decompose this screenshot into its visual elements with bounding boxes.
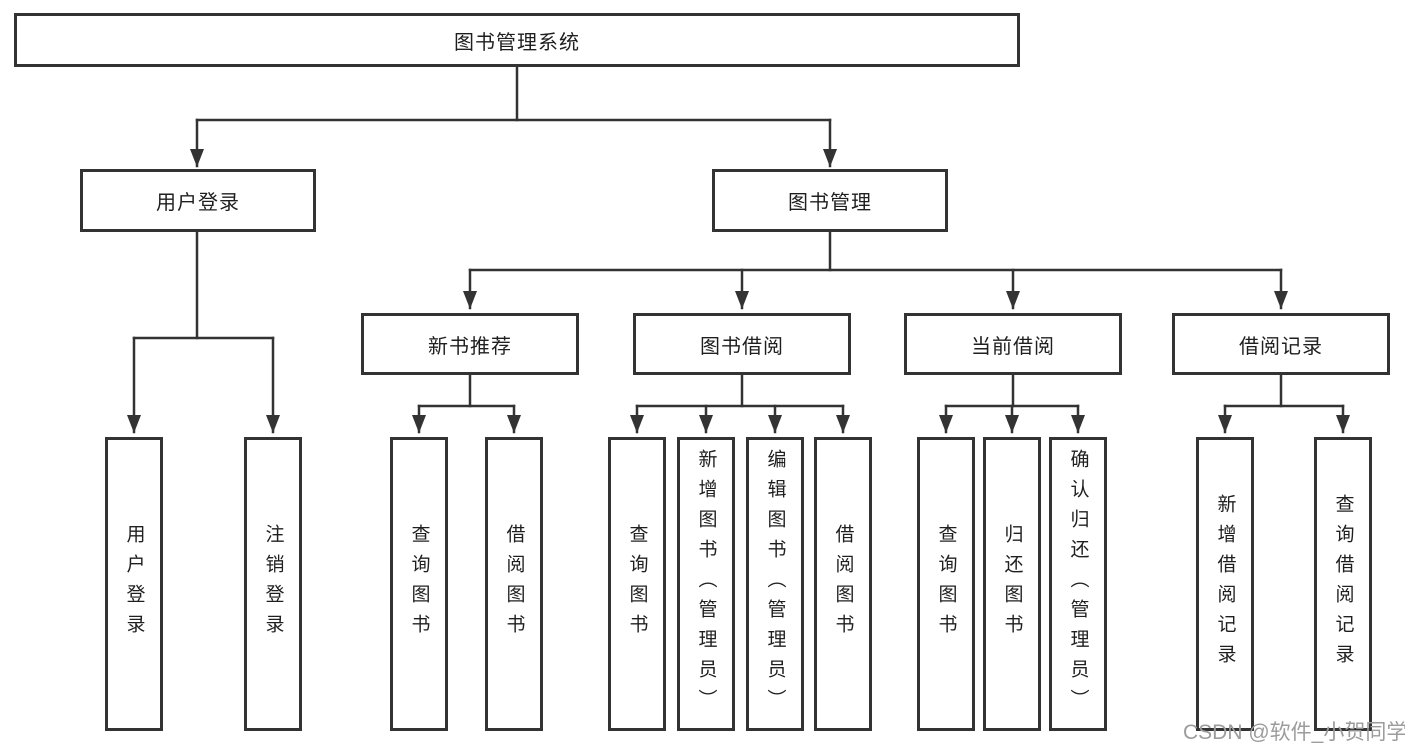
- node-borrow-records-label: 借阅记录: [1239, 335, 1323, 358]
- leaf-borrowing-edit-books: 编辑图书（管理员）: [746, 437, 804, 731]
- node-user-login: 用户登录: [80, 169, 316, 232]
- leaf-current-query-books: 查询图书: [917, 437, 975, 731]
- leaf-records-query-record: 查询借阅记录: [1314, 437, 1372, 731]
- leaf-logout-label: 注销登录: [262, 524, 284, 644]
- node-book-borrowing-label: 图书借阅: [700, 335, 784, 358]
- node-borrow-records: 借阅记录: [1172, 313, 1390, 375]
- watermark: CSDN @软件_小贺同学: [1183, 721, 1405, 744]
- leaf-recommend-borrow-books: 借阅图书: [485, 437, 543, 731]
- leaf-current-return-books: 归还图书: [983, 437, 1041, 731]
- leaf-records-add-record-label: 新增借阅记录: [1214, 494, 1236, 674]
- leaf-recommend-query-books: 查询图书: [390, 437, 448, 731]
- leaf-user-login-label: 用户登录: [123, 524, 145, 644]
- leaf-records-add-record: 新增借阅记录: [1196, 437, 1254, 731]
- node-book-management-label: 图书管理: [788, 192, 872, 214]
- leaf-borrowing-borrow-books: 借阅图书: [814, 437, 872, 731]
- leaf-current-query-books-label: 查询图书: [935, 524, 957, 644]
- node-current-borrowing: 当前借阅: [904, 313, 1122, 375]
- leaf-borrowing-query-books: 查询图书: [608, 437, 666, 731]
- node-book-management: 图书管理: [712, 169, 948, 232]
- leaf-borrowing-add-books-label: 新增图书（管理员）: [695, 449, 717, 719]
- leaf-current-confirm-return: 确认归还（管理员）: [1049, 437, 1107, 731]
- leaf-logout: 注销登录: [244, 437, 302, 731]
- node-user-login-label: 用户登录: [156, 192, 240, 214]
- leaf-borrowing-edit-books-label: 编辑图书（管理员）: [764, 449, 786, 719]
- leaf-user-login: 用户登录: [105, 437, 163, 731]
- node-root: 图书管理系统: [14, 13, 1020, 67]
- node-new-book-recommend-label: 新书推荐: [428, 335, 512, 358]
- leaf-borrowing-query-books-label: 查询图书: [626, 524, 648, 644]
- leaf-recommend-query-books-label: 查询图书: [408, 524, 430, 644]
- node-current-borrowing-label: 当前借阅: [971, 335, 1055, 358]
- node-new-book-recommend: 新书推荐: [361, 313, 579, 375]
- leaf-recommend-borrow-books-label: 借阅图书: [503, 524, 525, 644]
- node-book-borrowing: 图书借阅: [633, 313, 851, 375]
- leaf-current-confirm-return-label: 确认归还（管理员）: [1067, 449, 1089, 719]
- leaf-current-return-books-label: 归还图书: [1001, 524, 1023, 644]
- leaf-records-query-record-label: 查询借阅记录: [1332, 494, 1354, 674]
- leaf-borrowing-add-books: 新增图书（管理员）: [677, 437, 735, 731]
- leaf-borrowing-borrow-books-label: 借阅图书: [832, 524, 854, 644]
- node-root-label: 图书管理系统: [454, 31, 580, 54]
